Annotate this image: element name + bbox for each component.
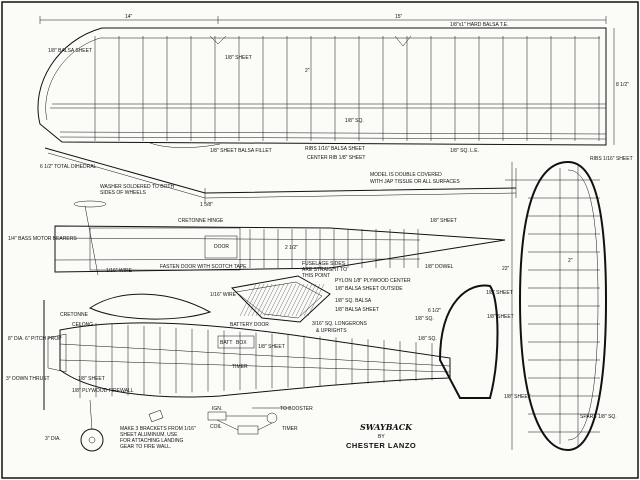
pylon-hatch-line	[259, 283, 277, 317]
pylon-hatch-line	[251, 283, 269, 317]
label-down-thrust: 3° DOWN THRUST	[6, 376, 50, 382]
plan-by: BY	[378, 434, 385, 440]
label-sheet-d: 1/8" SHEET	[504, 394, 531, 400]
label-cretonne: CRETONNE	[60, 312, 89, 318]
wing-span-dimension: 14" 15"	[39, 14, 607, 24]
label-batt: BATT	[220, 340, 232, 346]
label-total-dihedral: 6 1/2" TOTAL DIHEDRAL	[40, 164, 97, 170]
label-sides-wheels: SIDES OF WHEELS	[100, 190, 147, 196]
label-bass-motor: 1/4" BASS MOTOR BEARERS	[8, 236, 77, 242]
pylon-hatch-line	[275, 283, 293, 317]
label-cretonne-hinge: CRETONNE HINGE	[178, 218, 224, 224]
label-for-attaching: FOR ATTACHING LANDING	[120, 438, 184, 444]
bracket-sketch	[148, 409, 164, 423]
label-wire-b: 1/16" WIRE	[210, 292, 237, 298]
label-coil: COIL	[210, 424, 222, 430]
pylon-hatch-line	[287, 283, 305, 317]
pylon-hatch-line	[303, 283, 321, 317]
wing-front-view	[44, 147, 528, 203]
pylon-hatch-line	[307, 283, 325, 317]
label-sheet-a: 1/8" SHEET	[225, 55, 252, 61]
label-sq-stab: 1/8" SQ.	[418, 336, 437, 342]
wing-plan-view	[37, 27, 607, 148]
pylon-hatch-line	[271, 283, 289, 317]
label-ribs-sheet-stab: RIBS 1/16" SHEET	[590, 156, 633, 162]
pylon-hatch-line	[295, 283, 313, 317]
label-gear-firewall: GEAR TO FIRE WALL.	[120, 444, 171, 450]
pylon-hatch-line	[247, 283, 265, 317]
wing-span-a: 14"	[125, 14, 133, 20]
label-wheel-dia: 3" DIA.	[45, 436, 61, 442]
label-balsa-outside: 1/8" BALSA SHEET OUTSIDE	[335, 286, 403, 292]
label-sheet-stab: 1/8" SHEET	[487, 314, 514, 320]
label-hard-balsa-te: 1/8"x1" HARD BALSA T.E.	[450, 22, 508, 28]
label-door: DOOR	[214, 244, 229, 250]
label-battery-door: BATTERY DOOR	[230, 322, 269, 328]
wing-span-b: 15"	[395, 14, 403, 20]
label-are-straight: ARE STRAIGHT TO	[302, 267, 347, 273]
fuse-depth-dim: 2 1/2"	[285, 245, 298, 251]
label-plywood-firewall: 1/8" PLYWOOD FIREWALL	[72, 388, 134, 394]
rudder-height-dim: 6 1/2"	[428, 308, 441, 314]
label-sq-b: 1/8" SQ.	[415, 316, 434, 322]
label-pylon: PYLON 1/8" PLYWOOD CENTER	[335, 278, 411, 284]
label-balsa-sheet-top: 1/8" BALSA SHEET	[48, 48, 92, 54]
pylon-hatch-line	[279, 283, 297, 317]
label-box: BOX	[236, 340, 247, 346]
label-center-rib: CENTER RIB 1/8" SHEET	[307, 155, 365, 161]
wing-mid-dim: 2"	[305, 68, 310, 74]
wing-chord-dim: 8 1/2"	[616, 82, 629, 88]
stabilizer-plan-view	[518, 160, 608, 452]
label-prop: 8" DIA. 6" PITCH PROP	[8, 336, 62, 342]
label-timer: TIMER	[232, 364, 248, 370]
label-celong: CELONG	[72, 322, 93, 328]
label-fasten-door: FASTEN DOOR WITH SCOTCH TAPE	[160, 264, 247, 270]
pylon-hatch-line	[239, 283, 257, 317]
label-this-point: THIS POINT	[302, 273, 330, 279]
label-timer-b: TIMER	[282, 426, 298, 432]
plan-title: SWAYBACK	[360, 422, 413, 432]
label-wire-a: 1/16" WIRE	[106, 268, 133, 274]
label-uprights: & UPRIGHTS	[316, 328, 347, 334]
label-dowel: 1/8" DOWEL	[425, 264, 454, 270]
label-to-booster: TO BOOSTER	[280, 406, 313, 412]
label-sq-balsa: 1/8" SQ. BALSA	[335, 298, 372, 304]
dihedral-right-dim: 1 5/8"	[200, 202, 213, 208]
label-longerons: 3/16" SQ. LONGERONS	[312, 321, 368, 327]
label-sheet-aluminum: SHEET ALUMINUM. USE	[120, 432, 178, 438]
label-ribs-balsa: RIBS 1/16" BALSA SHEET	[305, 146, 365, 152]
pylon-detail	[230, 275, 331, 323]
fuselage-top-view	[54, 200, 506, 276]
pylon-hatch-line	[255, 283, 273, 317]
stab-mid-dim: 2"	[568, 258, 573, 264]
pylon-hatch-line	[291, 283, 309, 317]
label-make-brackets: MAKE 3 BRACKETS FROM 1/16"	[120, 426, 196, 432]
plan-author: CHESTER LANZO	[346, 441, 416, 450]
pylon-hatch-line	[263, 283, 281, 317]
label-washer: WASHER SOLDERED TO BOTH	[100, 184, 174, 190]
label-sheet-b: 1/8" SHEET	[430, 218, 457, 224]
label-sheet-rud: 1/8" SHEET	[486, 290, 513, 296]
label-sq-a: 1/8" SQ.	[345, 118, 364, 124]
label-model-is: MODEL IS DOUBLE COVERED	[370, 172, 442, 178]
label-fuselage-sides: FUSELAGE SIDES	[302, 261, 346, 267]
label-sheet-c: 1/8" SHEET	[258, 344, 285, 350]
label-sheet-e: 1/8" SHEET	[78, 376, 105, 382]
fuselage-side-view	[43, 284, 499, 452]
pylon-hatch-line	[283, 283, 301, 317]
label-spars: SPARS 1/8" SQ.	[580, 414, 617, 420]
pylon-hatch-line	[267, 283, 285, 317]
stab-span-dim: 22"	[502, 266, 510, 272]
label-sheet-fillet: 1/8" SHEET BALSA FILLET	[210, 148, 272, 154]
pylon-hatch-line	[243, 283, 261, 317]
ignition-wiring-diagram	[207, 407, 290, 435]
pylon-hatch-line	[299, 283, 317, 317]
label-ign: IGN.	[212, 406, 222, 412]
label-balsa-sheet-b: 1/8" BALSA SHEET	[335, 307, 379, 313]
label-with-tissue: WITH JAP TISSUE OR ALL SURFACES	[370, 179, 460, 185]
label-sq-le: 1/8" SQ. L.E.	[450, 148, 479, 154]
